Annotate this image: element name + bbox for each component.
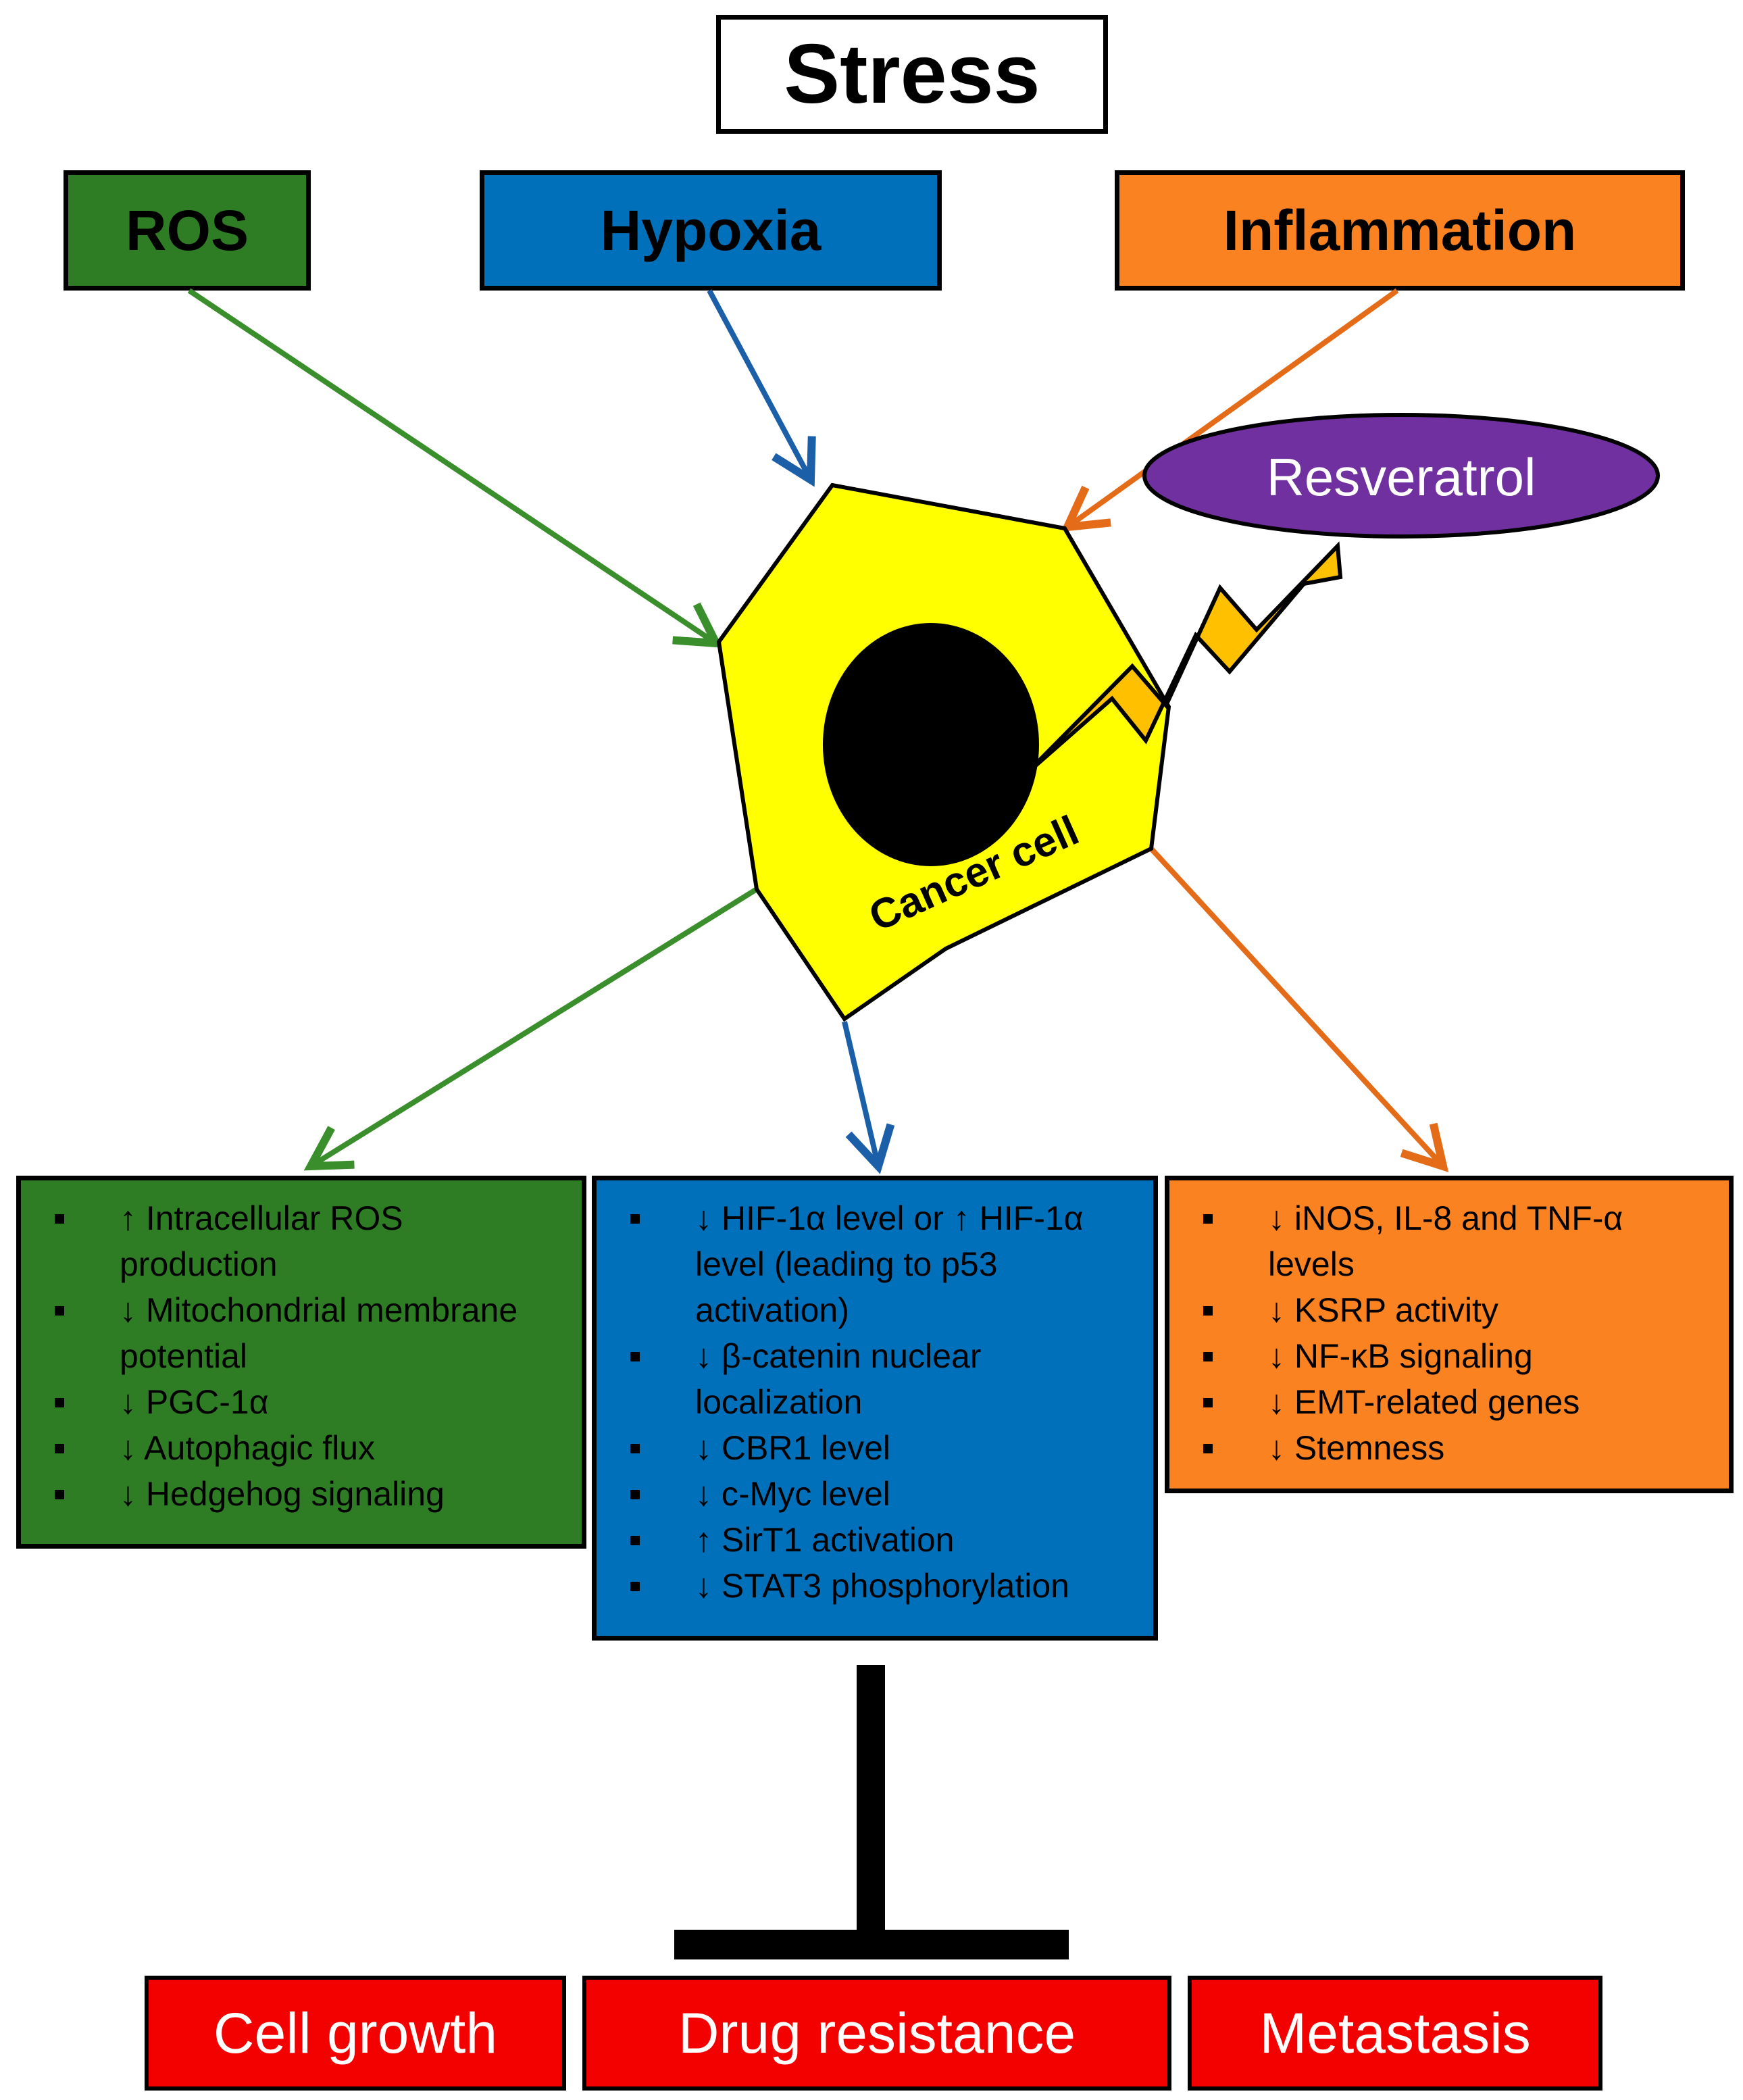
bullet-icon <box>1203 1214 1213 1224</box>
hypoxia-effects-panel: ↓ HIF-1α level or ↑ HIF-1α level (leadin… <box>592 1176 1158 1641</box>
bullet-icon <box>630 1444 640 1453</box>
ros-effects-panel: ↑ Intracellular ROS production ↓ Mitocho… <box>16 1176 586 1549</box>
list-item: ↓ Hedgehog signaling <box>40 1471 570 1517</box>
list-item: ↓ Stemness <box>1188 1425 1717 1471</box>
stress-title: Stress <box>784 28 1040 121</box>
list-item: ↓ EMT-related genes <box>1188 1379 1717 1425</box>
hypoxia-box: Hypoxia <box>480 170 942 291</box>
ros-box: ROS <box>64 170 311 291</box>
bullet-icon <box>1203 1352 1213 1361</box>
lightning-bolt-icon <box>1022 541 1343 778</box>
outcome-label: Cell growth <box>213 2001 498 2065</box>
inflammation-arrow <box>1061 288 1399 532</box>
list-item: ↓ NF-κB signaling <box>1188 1333 1717 1379</box>
inflammation-box: Inflammation <box>1115 170 1685 291</box>
list-item: ↓ CBR1 level <box>615 1425 1141 1471</box>
ros-label: ROS <box>125 198 249 262</box>
ros-arrow <box>187 288 724 648</box>
list-item: ↓ iNOS, IL-8 and TNF-α levels <box>1188 1195 1717 1287</box>
list-item: ↓ Mitochondrial membrane potential <box>40 1287 570 1379</box>
bullet-icon <box>630 1582 640 1591</box>
bullet-icon <box>1203 1398 1213 1407</box>
outcome-label: Drug resistance <box>678 2001 1076 2065</box>
resveratrol-ellipse <box>1142 413 1660 539</box>
hypoxia-label: Hypoxia <box>600 198 822 262</box>
bullet-icon <box>55 1490 64 1499</box>
inhibition-bar <box>674 1930 1069 1959</box>
list-item: ↑ SirT1 activation <box>615 1517 1141 1563</box>
inflammation-label: Inflammation <box>1223 198 1577 262</box>
bullet-icon <box>55 1444 64 1453</box>
bullet-icon <box>1203 1306 1213 1316</box>
bullet-icon <box>1203 1444 1213 1453</box>
outcome-cell-growth: Cell growth <box>145 1976 566 2091</box>
orange-output-arrow <box>1149 847 1449 1172</box>
blue-output-arrow <box>842 1021 895 1174</box>
bullet-icon <box>630 1352 640 1361</box>
list-item: ↓ STAT3 phosphorylation <box>615 1563 1141 1609</box>
bullet-icon <box>630 1214 640 1224</box>
green-output-arrow <box>303 886 759 1171</box>
list-item: ↓ KSRP activity <box>1188 1287 1717 1333</box>
list-item: ↓ β-catenin nuclear localization <box>615 1333 1141 1425</box>
bullet-icon <box>55 1398 64 1407</box>
list-item: ↑ Intracellular ROS production <box>40 1195 570 1287</box>
bullet-icon <box>630 1490 640 1499</box>
list-item: ↓ HIF-1α level or ↑ HIF-1α level (leadin… <box>615 1195 1141 1333</box>
list-item: ↓ c-Myc level <box>615 1471 1141 1517</box>
inflammation-effects-panel: ↓ iNOS, IL-8 and TNF-α levels ↓ KSRP act… <box>1165 1176 1734 1493</box>
hypoxia-arrow <box>707 289 816 487</box>
nucleus <box>823 623 1039 866</box>
stress-title-box: Stress <box>716 15 1108 134</box>
inhibition-stem <box>857 1665 885 1935</box>
bullet-icon <box>55 1306 64 1316</box>
list-item: ↓ PGC-1α <box>40 1379 570 1425</box>
outcome-metastasis: Metastasis <box>1188 1976 1602 2091</box>
resveratrol-label: Resveratrol <box>1267 447 1536 507</box>
outcome-drug-resistance: Drug resistance <box>582 1976 1171 2091</box>
bullet-icon <box>630 1536 640 1545</box>
list-item: ↓ Autophagic flux <box>40 1425 570 1471</box>
outcome-label: Metastasis <box>1259 2001 1531 2065</box>
bullet-icon <box>55 1214 64 1224</box>
